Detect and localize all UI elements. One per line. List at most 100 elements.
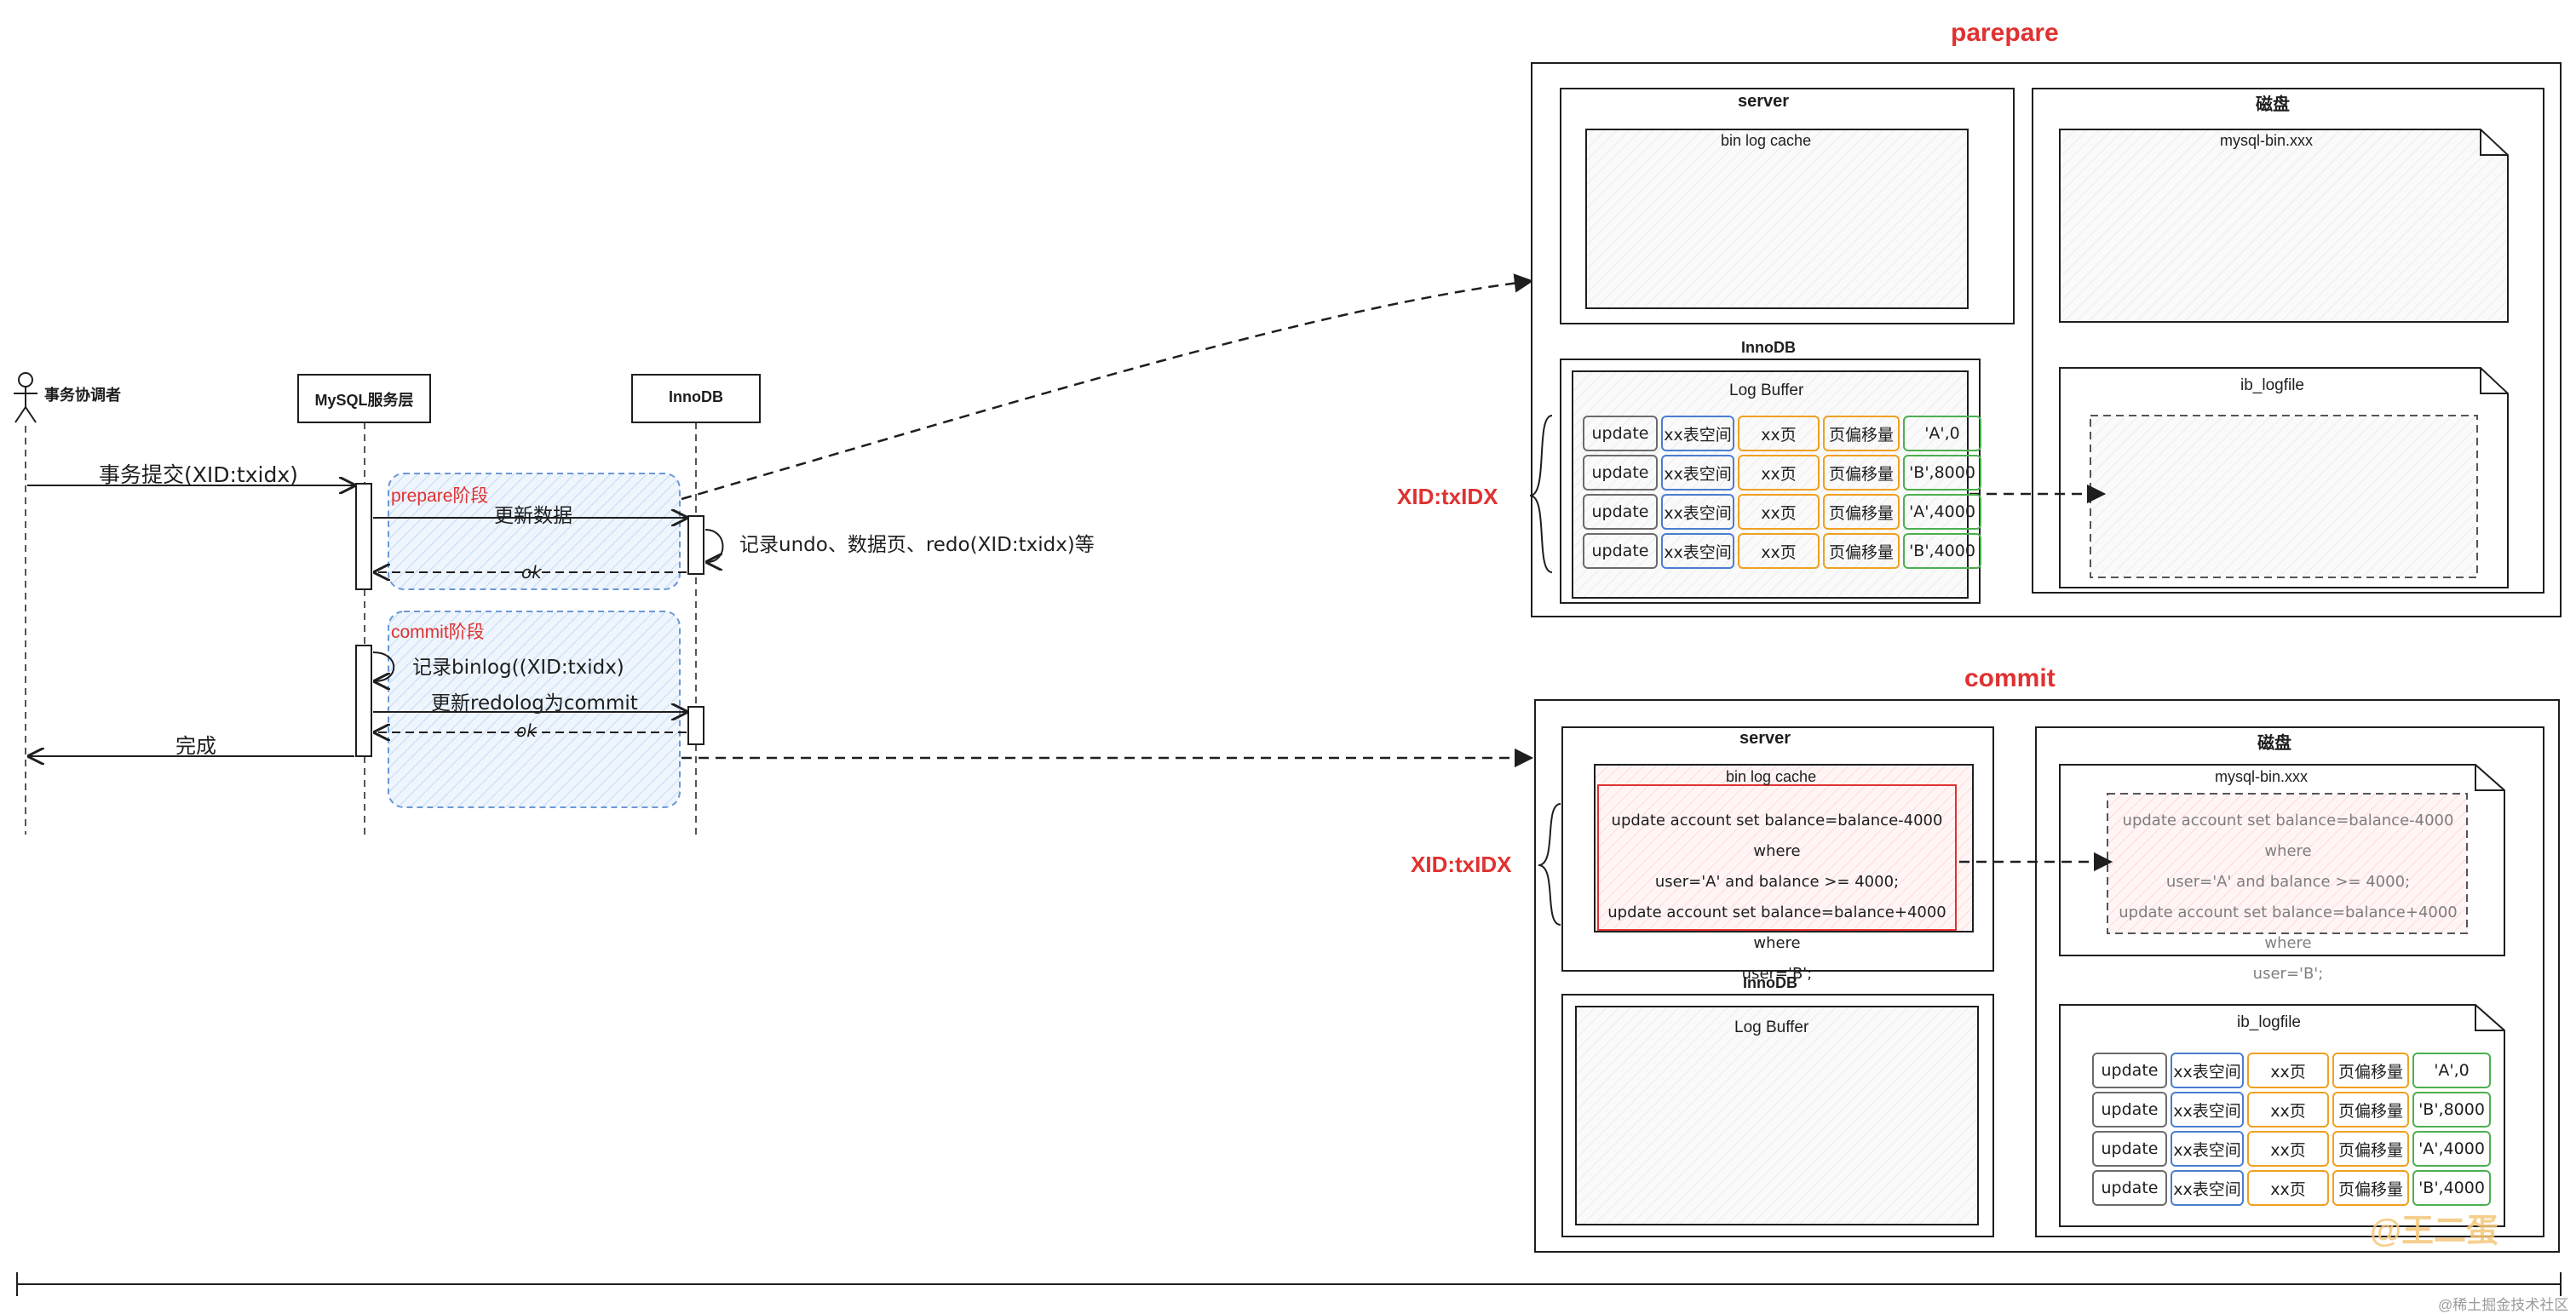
prepare-binlog-cache-label: bin log cache	[1721, 132, 1812, 149]
prepare-panel-title: parepare	[1951, 19, 2059, 47]
commit-innodb-label: InnoDB	[1743, 974, 1797, 991]
commit-log-cell: 'A',4000	[2412, 1131, 2491, 1167]
ok-label-1: ok	[521, 562, 542, 582]
commit-log-cell: update	[2092, 1170, 2167, 1206]
prepare-mysql-bin-file-icon	[2059, 129, 2509, 323]
binlog-cache-sql: update account set balance=balance-4000 …	[1598, 806, 1956, 990]
commit-server-label: server	[1739, 729, 1791, 748]
commit-mysql-bin-label: mysql-bin.xxx	[2215, 768, 2309, 785]
prepare-phase-title: prepare阶段	[391, 486, 489, 506]
prepare-ib-logfile-label: ib_logfile	[2240, 376, 2304, 394]
commit-log-cell: xx页	[2247, 1053, 2329, 1088]
prepare-log-cell: xx页	[1738, 455, 1820, 491]
record-undo-label: 记录undo、数据页、redo(XID:txidx)等	[739, 534, 1095, 556]
done-label: 完成	[175, 734, 216, 758]
prepare-log-cell: xx表空间	[1661, 416, 1734, 451]
innodb-actor-label: InnoDB	[669, 388, 723, 405]
sql-line: update account set balance=balance-4000 …	[1611, 812, 1943, 860]
update-redolog-label: 更新redolog为commit	[431, 692, 638, 714]
commit-log-buffer-box	[1575, 1006, 1979, 1225]
commit-log-cell: 'A',0	[2412, 1053, 2491, 1088]
commit-log-cell: xx表空间	[2171, 1131, 2244, 1167]
sql-line: update account set balance=balance+4000 …	[1607, 904, 1946, 952]
commit-log-cell: 'B',8000	[2412, 1092, 2491, 1128]
record-binlog-label: 记录binlog((XID:txidx)	[412, 657, 624, 679]
commit-log-cell: xx页	[2247, 1170, 2329, 1206]
commit-log-cell: xx表空间	[2171, 1053, 2244, 1088]
prepare-mysql-bin-label: mysql-bin.xxx	[2220, 132, 2314, 149]
prepare-log-cell: update	[1583, 533, 1658, 569]
prepare-disk-label: 磁盘	[2256, 95, 2290, 114]
commit-log-cell: 页偏移量	[2332, 1053, 2409, 1088]
sql-line: user='B';	[1741, 965, 1813, 983]
sql-line: update account set balance=balance-4000 …	[2122, 812, 2454, 860]
prepare-log-buffer-label: Log Buffer	[1729, 382, 1804, 399]
prepare-xid-brace	[1529, 415, 1553, 573]
commit-log-cell: xx页	[2247, 1092, 2329, 1128]
watermark-footer: @稀土掘金技术社区	[2438, 1297, 2569, 1313]
prepare-log-cell: xx表空间	[1661, 533, 1734, 569]
mysql-actor-box	[297, 374, 431, 423]
commit-phase-box	[388, 611, 681, 808]
commit-mysql-bin-slot	[2107, 793, 2468, 934]
watermark-logo: @王二蛋	[2370, 1214, 2499, 1249]
update-data-label: 更新数据	[494, 505, 572, 527]
prepare-log-cell: update	[1583, 455, 1658, 491]
commit-log-cell: xx页	[2247, 1131, 2329, 1167]
prepare-log-cell: 页偏移量	[1823, 533, 1900, 569]
commit-log-cell: xx表空间	[2171, 1170, 2244, 1206]
commit-log-cell: update	[2092, 1092, 2167, 1128]
prepare-server-label: server	[1738, 92, 1790, 111]
prepare-innodb-label: InnoDB	[1741, 339, 1796, 356]
prepare-log-cell: 'B',4000	[1903, 533, 1981, 569]
prepare-ib-logfile-slot	[2090, 415, 2478, 578]
prepare-log-cell: 'B',8000	[1903, 455, 1981, 491]
prepare-log-cell: 页偏移量	[1823, 494, 1900, 530]
sql-line: update account set balance=balance+4000 …	[2119, 904, 2458, 952]
record-undo-self-arrow	[704, 529, 724, 562]
prepare-log-cell: xx表空间	[1661, 455, 1734, 491]
prepare-connector-arrow	[681, 273, 1534, 501]
innodb-activation-1	[687, 515, 704, 575]
prepare-log-cell: xx页	[1738, 533, 1820, 569]
commit-binlog-cache-label: bin log cache	[1726, 768, 1817, 785]
commit-log-cell: update	[2092, 1131, 2167, 1167]
commit-phase-title: commit阶段	[391, 623, 485, 642]
prepare-log-buffer-box	[1572, 370, 1969, 599]
commit-log-cell: xx表空间	[2171, 1092, 2244, 1128]
mysql-activation-2	[355, 645, 372, 757]
prepare-log-cell: xx表空间	[1661, 494, 1734, 530]
timeline	[16, 1272, 2562, 1296]
commit-xid-brace	[1538, 803, 1561, 926]
prepare-panel	[1529, 62, 2562, 617]
mysql-activation-1	[355, 483, 372, 590]
commit-binlog-cache-box	[1594, 764, 1974, 932]
actor-stick-figure-icon	[14, 372, 37, 423]
commit-log-cell: 页偏移量	[2332, 1092, 2409, 1128]
commit-log-cell: 页偏移量	[2332, 1131, 2409, 1167]
commit-log-buffer-label: Log Buffer	[1734, 1018, 1809, 1036]
sql-line: user='B';	[2252, 965, 2324, 983]
mysql-actor-label: MySQL服务层	[314, 392, 414, 409]
ok-label-2: ok	[516, 720, 537, 741]
mysql-bin-sql: update account set balance=balance-4000 …	[2109, 806, 2467, 990]
prepare-log-cell: xx页	[1738, 416, 1820, 451]
commit-panel	[1534, 699, 2560, 1253]
prepare-xid-label: XID:txIDX	[1397, 484, 1498, 509]
commit-log-cell: update	[2092, 1053, 2167, 1088]
commit-log-cell: 'B',4000	[2412, 1170, 2491, 1206]
prepare-binlog-cache-box	[1585, 129, 1969, 309]
coordinator-actor-label: 事务协调者	[44, 387, 121, 404]
prepare-log-cell: 'A',0	[1903, 416, 1981, 451]
innodb-activation-2	[687, 706, 704, 745]
prepare-log-cell: 页偏移量	[1823, 416, 1900, 451]
sql-line: user='A' and balance >= 4000;	[2165, 873, 2411, 891]
prepare-phase-box	[388, 473, 681, 590]
commit-sql-highlight	[1597, 784, 1957, 931]
prepare-log-cell: update	[1583, 494, 1658, 530]
prepare-log-cell: update	[1583, 416, 1658, 451]
commit-ib-logfile-label: ib_logfile	[2237, 1013, 2301, 1031]
sequence-diagram	[14, 372, 761, 835]
record-binlog-self-arrow	[372, 651, 395, 681]
